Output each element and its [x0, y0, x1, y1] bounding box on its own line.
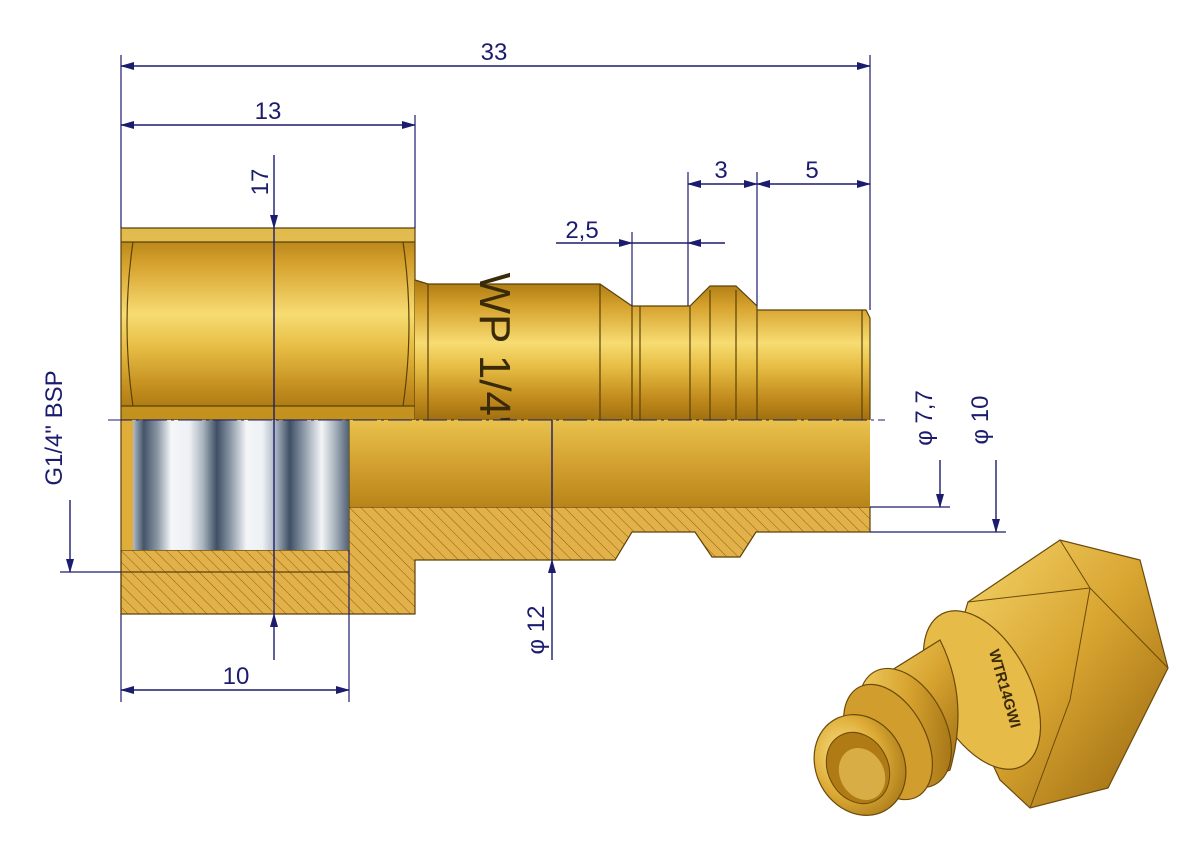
dim-bore-diameter: φ 7,7 [911, 390, 938, 446]
section-hatch [121, 507, 870, 614]
dim-thread-depth: 10 [223, 663, 250, 690]
isometric-view: WTR14GWI [813, 539, 1169, 816]
dim-body-diameter: φ 12 [523, 606, 550, 655]
coupling-section-view [120, 420, 871, 615]
dim-nose-length: 5 [805, 157, 818, 184]
dim-thread: G1/4" BSP [41, 370, 68, 485]
internal-thread [121, 420, 349, 550]
dim-hex-length: 13 [255, 98, 282, 125]
dim-groove-width: 2,5 [565, 217, 598, 244]
dim-collar-width: 3 [714, 157, 727, 184]
body-marking: WP 1/4" [470, 272, 519, 431]
hex-body [121, 228, 415, 420]
bore [349, 420, 870, 507]
dim-overall-length: 33 [481, 39, 508, 66]
coupling-side-view: WP 1/4" [120, 227, 871, 432]
dim-nose-diameter: φ 10 [967, 396, 994, 445]
shank-upper [415, 280, 870, 420]
dim-hex-across-flats: 17 [247, 169, 274, 196]
dimensions: 33 13 17 2,5 3 5 G1/4" BSP 10 φ 7,7 φ 10 [41, 39, 1006, 702]
